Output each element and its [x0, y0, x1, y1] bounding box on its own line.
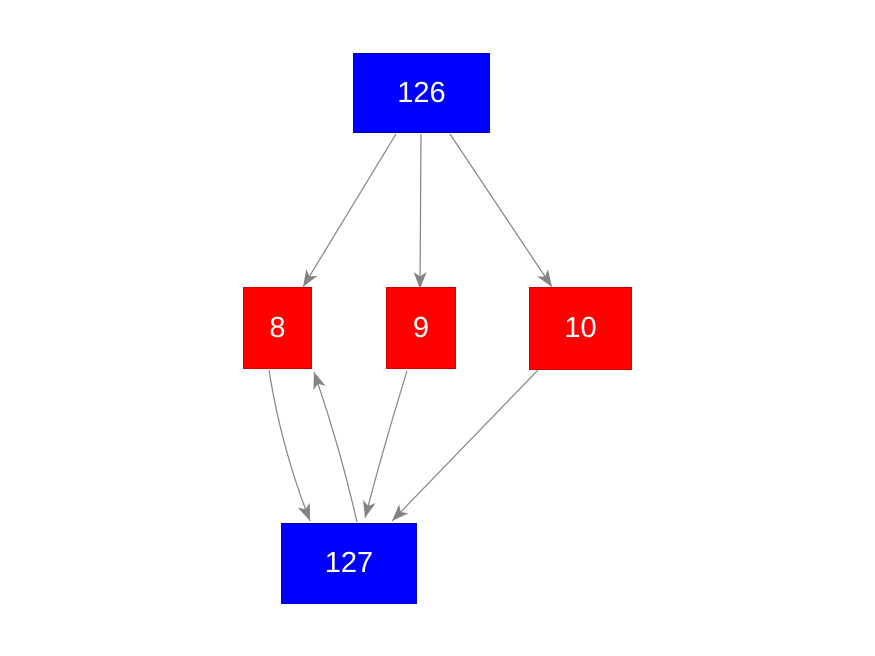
node-10[interactable]: 10	[529, 287, 632, 370]
node-127[interactable]: 127	[281, 523, 417, 604]
node-126[interactable]: 126	[353, 53, 490, 133]
edge-10-to-127	[391, 369, 539, 522]
edge-126-to-8	[302, 133, 397, 288]
node-126-label: 126	[397, 76, 446, 109]
edge-9-to-127	[362, 370, 408, 519]
node-9-label: 9	[412, 311, 430, 344]
edge-127-to-8	[313, 371, 358, 523]
node-9[interactable]: 9	[386, 287, 456, 369]
edge-126-to-10	[449, 133, 553, 288]
edge-126-to-9	[413, 133, 427, 290]
node-10-label: 10	[564, 312, 597, 344]
node-8-label: 8	[269, 311, 286, 344]
edge-8-to-127	[268, 369, 311, 522]
node-8[interactable]: 8	[243, 287, 312, 369]
node-127-label: 127	[324, 547, 374, 579]
